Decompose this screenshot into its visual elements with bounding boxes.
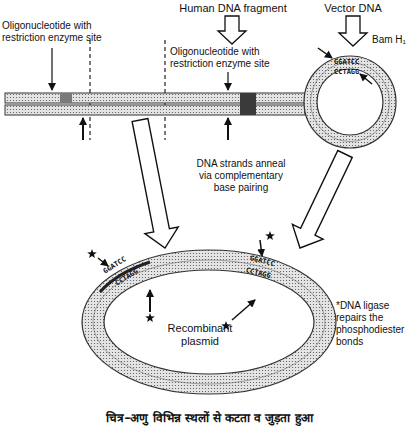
diagram-node: Recombinant plasmid bbox=[82, 250, 336, 394]
base-sequence: CCTAGG bbox=[334, 68, 359, 76]
oligo-segment bbox=[60, 93, 72, 103]
oligo-segment bbox=[240, 93, 256, 115]
hollow-arrow bbox=[292, 151, 352, 249]
diagram-node: Vector DNA bbox=[295, 0, 415, 152]
strand-divider bbox=[311, 63, 390, 142]
plasmid-ring bbox=[304, 56, 396, 148]
pointer-arrow bbox=[51, 48, 52, 90]
plasmid-ring bbox=[82, 250, 336, 394]
cut-arrow bbox=[260, 240, 262, 256]
cut-arrow bbox=[232, 300, 255, 320]
pointer-arrow bbox=[82, 118, 84, 140]
figure-caption: चित्र–अणु विभिन्न स्थलों से कटता व जुड़त… bbox=[0, 409, 419, 426]
callout-text: Oligonucleotide with restriction enzyme … bbox=[170, 46, 295, 70]
base-sequence: GGATCC bbox=[334, 58, 359, 66]
hollow-arrow bbox=[339, 16, 367, 46]
process-note: DNA strands anneal via complementary bas… bbox=[190, 158, 292, 194]
node-label: Recombinant plasmid bbox=[150, 322, 250, 348]
ligase-note: *DNA ligase repairs the phosphodiester b… bbox=[336, 300, 418, 348]
dna-strand bbox=[5, 93, 305, 103]
ligase-stars bbox=[87, 231, 275, 330]
node-shape bbox=[295, 0, 415, 152]
node-label: Vector DNA bbox=[313, 2, 393, 15]
ligase-star bbox=[87, 249, 97, 258]
pointer-arrow bbox=[227, 72, 228, 90]
hollow-arrow bbox=[132, 119, 178, 249]
ligase-star bbox=[145, 313, 155, 322]
cut-line bbox=[164, 40, 165, 140]
cut-line bbox=[89, 40, 90, 140]
callout-text: Oligonucleotide with restriction enzyme … bbox=[2, 20, 114, 44]
dna-strand bbox=[5, 105, 305, 115]
strand-divider bbox=[93, 260, 325, 384]
enzyme-name: Bam H₁ bbox=[372, 34, 418, 46]
cut-arrow bbox=[149, 290, 151, 312]
node-label: Human DNA fragment bbox=[168, 2, 298, 15]
hollow-arrow bbox=[218, 16, 246, 44]
ligase-star bbox=[265, 231, 275, 240]
cut-arrow bbox=[318, 48, 332, 58]
pointer-arrow bbox=[227, 118, 229, 140]
